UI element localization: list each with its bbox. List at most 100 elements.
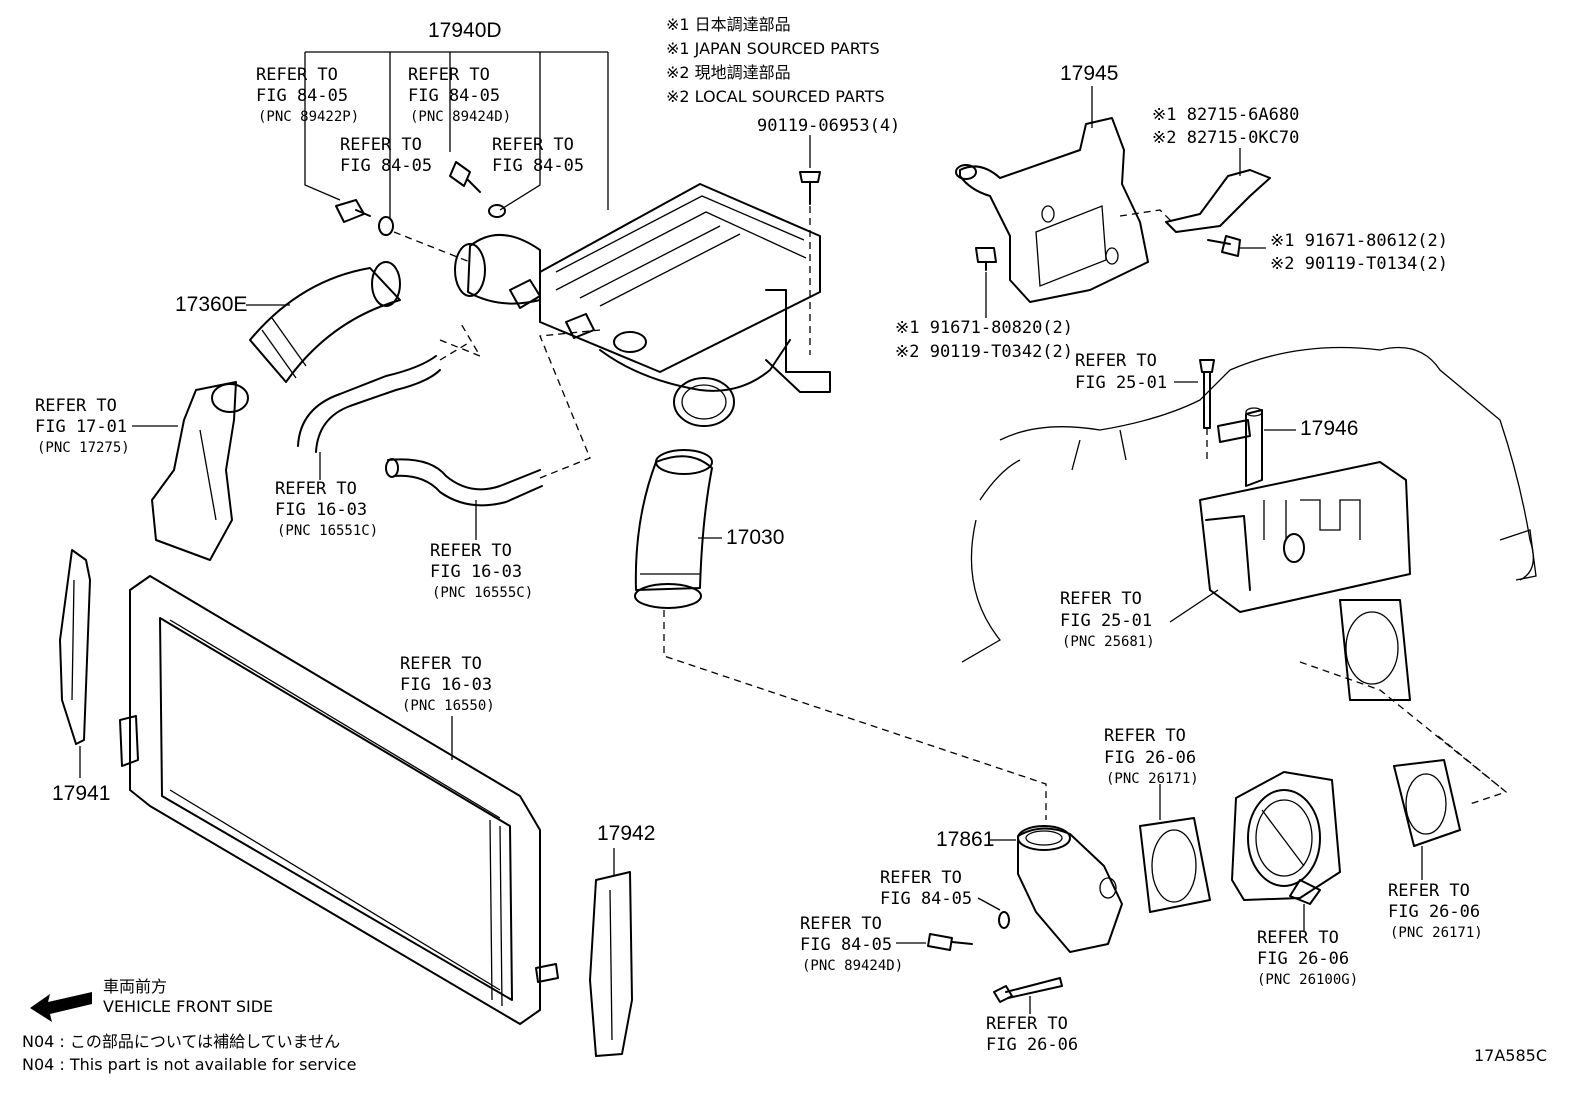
part-17945: 17945 [1060, 62, 1118, 85]
refer-fig-84-05-b: REFER TO FIG 84-05 [492, 135, 584, 176]
front-direction-arrow [30, 992, 92, 1022]
refer-fig-84-05-pnc-89424D-lower: REFER TO FIG 84-05 (PNC 89424D) [800, 914, 903, 974]
svg-text:REFER TO: REFER TO [1060, 589, 1142, 609]
svg-text:(PNC 16551C): (PNC 16551C) [277, 523, 378, 539]
figure-code: 17A585C [1474, 1046, 1547, 1065]
svg-text:FIG 26-06: FIG 26-06 [1388, 902, 1480, 922]
sourcing-notes: ※1 日本調達部品 ※1 JAPAN SOURCED PARTS ※2 現地調達… [666, 15, 885, 106]
note-local-en: ※2 LOCAL SOURCED PARTS [666, 87, 885, 106]
svg-text:FIG 84-05: FIG 84-05 [880, 889, 972, 909]
svg-text:(PNC 16550): (PNC 16550) [402, 698, 495, 714]
svg-text:REFER TO: REFER TO [430, 541, 512, 561]
part-17940D: 17940D [428, 19, 502, 42]
part-17861: 17861 [936, 828, 994, 851]
svg-text:REFER TO: REFER TO [986, 1014, 1068, 1034]
seal-17942 [589, 871, 633, 1057]
svg-text:REFER TO: REFER TO [1388, 881, 1470, 901]
svg-text:FIG 84-05: FIG 84-05 [492, 156, 584, 176]
svg-text:FIG 84-05: FIG 84-05 [800, 935, 892, 955]
bolt-label-90119-T0134: ※2 90119-T0134(2) [1270, 254, 1448, 274]
bolt-fig-26-06 [993, 977, 1063, 1003]
svg-text:FIG 17-01: FIG 17-01 [35, 417, 127, 437]
refer-fig-25-01-top: REFER TO FIG 25-01 [1075, 351, 1167, 393]
hose-16555C [385, 458, 543, 507]
arrow-left-icon [30, 992, 92, 1022]
refer-fig-16-03-pnc-16555C: REFER TO FIG 16-03 (PNC 16555C) [430, 541, 533, 601]
bracket-17946 [1217, 407, 1263, 487]
refer-fig-25-01-pnc-25681: REFER TO FIG 25-01 (PNC 25681) [1060, 589, 1155, 650]
bracket-17945 [955, 117, 1149, 303]
refer-fig-84-05-pnc-89424D-top: REFER TO FIG 84-05 (PNC 89424D) [408, 65, 511, 125]
o-ring-left [378, 216, 394, 236]
refer-fig-26-06-pnc-26171-left: REFER TO FIG 26-06 (PNC 26171) [1104, 726, 1199, 787]
bracket-label-local: ※2 82715-0KC70 [1152, 128, 1299, 148]
svg-text:FIG 26-06: FIG 26-06 [1104, 748, 1196, 768]
direction-jp: 車両前方 [103, 977, 167, 996]
bolt-91671-80612 [1207, 235, 1241, 257]
svg-text:REFER TO: REFER TO [275, 479, 357, 499]
bracket-82715 [1165, 169, 1271, 233]
svg-text:REFER TO: REFER TO [800, 914, 882, 934]
bolt-label-90119-06953: 90119-06953(4) [757, 116, 900, 136]
engine-outline [961, 346, 1537, 663]
svg-text:REFER TO: REFER TO [408, 65, 490, 85]
svg-text:FIG 84-05: FIG 84-05 [340, 156, 432, 176]
refer-fig-84-05-a: REFER TO FIG 84-05 [340, 135, 432, 176]
direction-en: VEHICLE FRONT SIDE [103, 997, 273, 1016]
part-17941: 17941 [52, 782, 110, 805]
gasket-26171-left [1139, 817, 1211, 913]
bolt-label-91671-80612: ※1 91671-80612(2) [1270, 231, 1448, 251]
svg-text:FIG 84-05: FIG 84-05 [256, 86, 348, 106]
o-ring-throttle [998, 911, 1010, 929]
intercooler-assembly [454, 183, 831, 427]
svg-text:REFER TO: REFER TO [400, 654, 482, 674]
n04-note-en: N04 : This part is not available for ser… [22, 1055, 356, 1074]
svg-text:(PNC 16555C): (PNC 16555C) [432, 585, 533, 601]
svg-text:REFER TO: REFER TO [492, 135, 574, 155]
refer-fig-16-03-pnc-16550: REFER TO FIG 16-03 (PNC 16550) [400, 654, 495, 714]
refer-fig-26-06-bottom: REFER TO FIG 26-06 [986, 1014, 1078, 1055]
svg-text:REFER TO: REFER TO [1075, 351, 1157, 371]
note-local-jp: ※2 現地調達部品 [666, 63, 791, 82]
n04-note-jp: N04 : この部品については補給していません [22, 1032, 340, 1051]
svg-text:REFER TO: REFER TO [340, 135, 422, 155]
svg-text:(PNC 25681): (PNC 25681) [1062, 634, 1155, 650]
svg-text:(PNC 26171): (PNC 26171) [1390, 925, 1483, 941]
svg-text:FIG 16-03: FIG 16-03 [430, 562, 522, 582]
svg-text:(PNC 26100G): (PNC 26100G) [1257, 972, 1358, 988]
sensor-89422P [335, 199, 371, 223]
svg-text:(PNC 89424D): (PNC 89424D) [410, 109, 511, 125]
bolt-label-91671-80820: ※1 91671-80820(2) [895, 318, 1073, 338]
bolt-90119-06953 [799, 171, 821, 205]
throttle-body-26100G [1231, 771, 1341, 905]
svg-text:FIG 25-01: FIG 25-01 [1075, 373, 1167, 393]
radiator [119, 575, 559, 1025]
svg-text:FIG 26-06: FIG 26-06 [986, 1035, 1078, 1055]
hose-17030 [634, 449, 713, 609]
svg-text:(PNC 89422P): (PNC 89422P) [258, 109, 359, 125]
o-ring-right [488, 204, 506, 218]
sensor-89424D-top [449, 161, 481, 193]
refer-fig-26-06-pnc-26171-right: REFER TO FIG 26-06 (PNC 26171) [1388, 881, 1483, 941]
svg-text:FIG 16-03: FIG 16-03 [400, 675, 492, 695]
bracket-label-jp: ※1 82715-6A680 [1152, 105, 1299, 125]
svg-text:(PNC 17275): (PNC 17275) [37, 440, 130, 456]
svg-text:FIG 26-06: FIG 26-06 [1257, 949, 1349, 969]
bolt-fig-25-01 [1199, 359, 1215, 429]
refer-fig-16-03-pnc-16551C: REFER TO FIG 16-03 (PNC 16551C) [275, 479, 378, 539]
svg-text:(PNC 26171): (PNC 26171) [1106, 771, 1199, 787]
hose-17360E [249, 261, 401, 383]
bolt-91671-80820 [975, 247, 997, 271]
note-japan-jp: ※1 日本調達部品 [666, 15, 791, 34]
intake-block [1199, 461, 1411, 613]
seal-17941 [59, 549, 91, 745]
svg-text:FIG 16-03: FIG 16-03 [275, 500, 367, 520]
svg-text:REFER TO: REFER TO [256, 65, 338, 85]
gasket-26171-right [1393, 759, 1461, 847]
connector-17861 [1017, 825, 1123, 953]
part-17360E: 17360E [175, 293, 247, 316]
refer-fig-84-05-pnc-89422P: REFER TO FIG 84-05 (PNC 89422P) [256, 65, 359, 125]
refer-fig-84-05-c: REFER TO FIG 84-05 [880, 868, 972, 909]
refer-fig-26-06-pnc-26100G: REFER TO FIG 26-06 (PNC 26100G) [1257, 928, 1358, 988]
